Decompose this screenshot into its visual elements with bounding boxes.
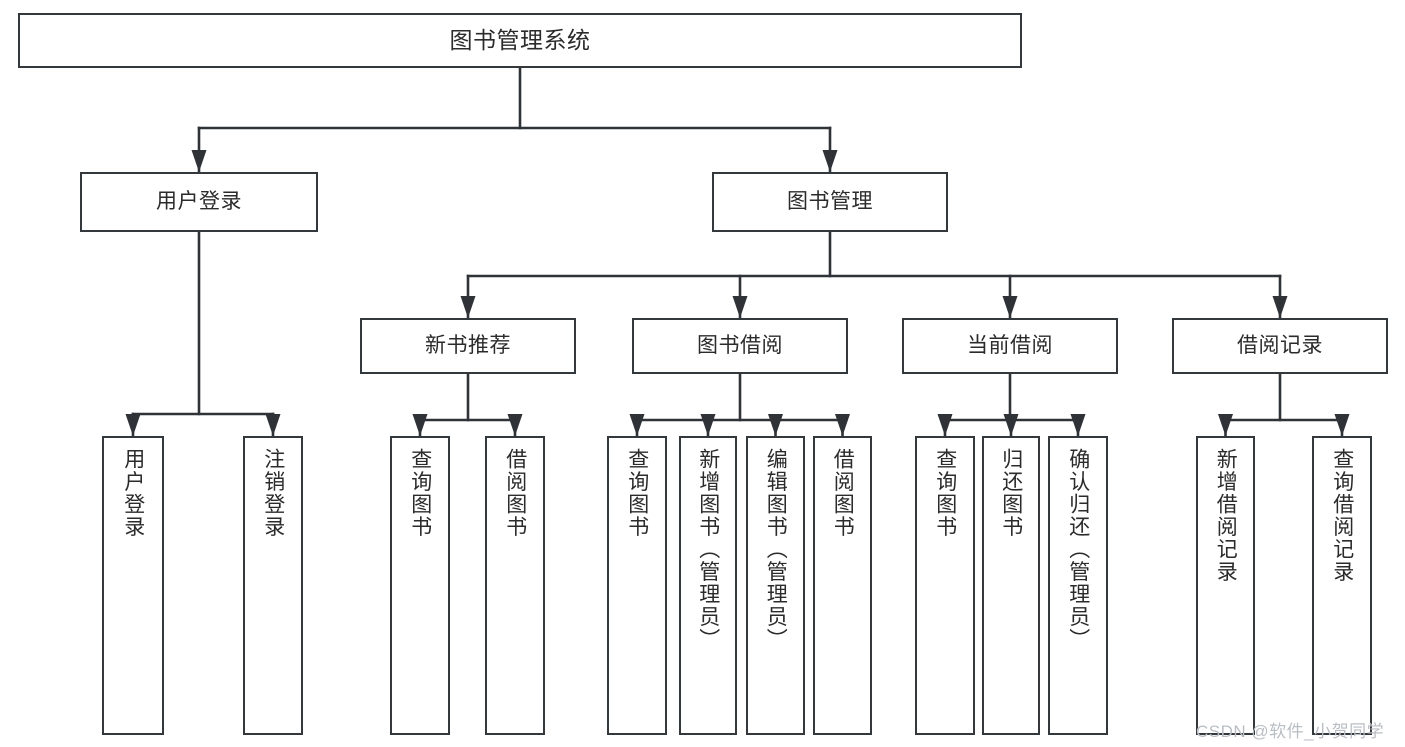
leaf-node-label: 编辑图书（管理员）	[764, 448, 788, 651]
arrow-head-icon	[460, 296, 476, 318]
level3-node-label: 新书推荐	[425, 334, 511, 358]
leaf-node-归还图书-9[interactable]: 归还图书	[982, 436, 1040, 735]
leaf-node-label: 借阅图书	[503, 448, 527, 538]
arrow-head-icon	[1003, 414, 1019, 436]
leaf-node-label: 查询图书	[408, 448, 432, 538]
level2-node-图书管理-1[interactable]: 图书管理	[712, 172, 948, 232]
arrow-head-icon	[1334, 414, 1350, 436]
arrow-head-icon	[700, 414, 716, 436]
arrow-head-icon	[937, 414, 953, 436]
arrow-head-icon	[125, 414, 141, 436]
arrow-head-icon	[412, 414, 428, 436]
arrow-head-icon	[1002, 296, 1018, 318]
level3-node-label: 借阅记录	[1237, 334, 1323, 358]
level3-node-label: 当前借阅	[967, 334, 1053, 358]
leaf-node-新增借阅记录-11[interactable]: 新增借阅记录	[1196, 436, 1255, 735]
arrow-head-icon	[1218, 414, 1233, 436]
root-node-label: 图书管理系统	[449, 26, 591, 53]
leaf-node-编辑图书管理员-6[interactable]: 编辑图书（管理员）	[746, 436, 805, 735]
leaf-node-label: 注销登录	[261, 448, 285, 538]
level2-node-label: 用户登录	[156, 190, 242, 214]
level3-node-图书借阅-1[interactable]: 图书借阅	[632, 318, 848, 374]
level3-node-当前借阅-2[interactable]: 当前借阅	[902, 318, 1118, 374]
leaf-node-新增图书管理员-5[interactable]: 新增图书（管理员）	[679, 436, 737, 735]
level2-node-label: 图书管理	[787, 190, 873, 214]
leaf-node-label: 新增图书（管理员）	[696, 448, 720, 651]
arrow-head-icon	[629, 414, 645, 436]
level3-node-借阅记录-3[interactable]: 借阅记录	[1172, 318, 1388, 374]
leaf-node-label: 归还图书	[999, 448, 1023, 538]
leaf-node-label: 查询图书	[933, 448, 957, 538]
leaf-node-label: 查询图书	[625, 448, 649, 538]
level2-node-用户登录-0[interactable]: 用户登录	[80, 172, 318, 232]
arrow-head-icon	[265, 414, 281, 436]
leaf-node-label: 查询借阅记录	[1330, 448, 1354, 583]
leaf-node-label: 确认归还（管理员）	[1066, 448, 1090, 651]
leaf-node-借阅图书-7[interactable]: 借阅图书	[813, 436, 872, 735]
leaf-node-查询图书-2[interactable]: 查询图书	[390, 436, 450, 735]
leaf-node-label: 新增借阅记录	[1214, 448, 1238, 583]
leaf-node-确认归还管理员-10[interactable]: 确认归还（管理员）	[1048, 436, 1108, 735]
arrow-head-icon	[1070, 414, 1086, 436]
arrow-head-icon	[507, 414, 523, 436]
level3-node-label: 图书借阅	[697, 334, 783, 358]
arrow-head-icon	[835, 414, 850, 436]
arrow-head-icon	[768, 414, 783, 436]
arrow-head-icon	[732, 296, 748, 318]
leaf-node-查询图书-4[interactable]: 查询图书	[607, 436, 667, 735]
leaf-node-借阅图书-3[interactable]: 借阅图书	[485, 436, 545, 735]
leaf-node-label: 借阅图书	[831, 448, 855, 538]
leaf-node-用户登录-0[interactable]: 用户登录	[102, 436, 164, 735]
arrow-head-icon	[822, 150, 838, 172]
root-node-title[interactable]: 图书管理系统	[18, 13, 1022, 68]
level3-node-新书推荐-0[interactable]: 新书推荐	[360, 318, 576, 374]
leaf-node-label: 用户登录	[121, 448, 145, 538]
leaf-node-查询借阅记录-12[interactable]: 查询借阅记录	[1312, 436, 1372, 735]
arrow-head-icon	[1272, 296, 1288, 318]
leaf-node-注销登录-1[interactable]: 注销登录	[243, 436, 303, 735]
arrow-head-icon	[191, 150, 207, 172]
leaf-node-查询图书-8[interactable]: 查询图书	[915, 436, 975, 735]
